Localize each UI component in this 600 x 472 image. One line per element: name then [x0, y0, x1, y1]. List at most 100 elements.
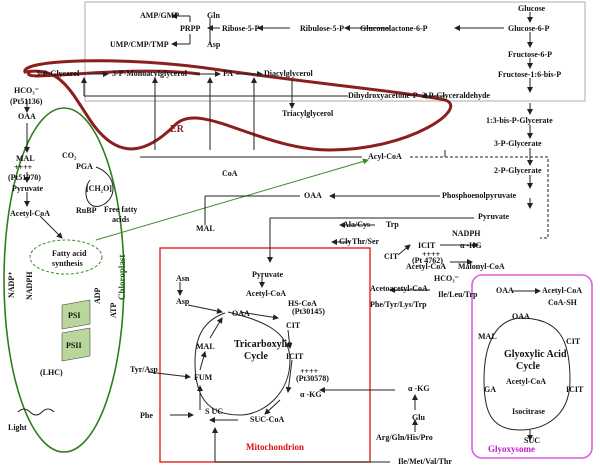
cit-icit-r: [397, 244, 411, 256]
er-membrane: [23, 59, 453, 152]
label-asp-top: Asp: [207, 40, 221, 49]
label-acetylcoa-r: Acetyl-CoA: [406, 262, 446, 271]
label-light: Light: [8, 423, 27, 432]
label-psi: PSI: [68, 311, 81, 320]
label-ump: UMP/CMP/TMP: [110, 40, 169, 49]
label-pt4762: (Pt 4762): [412, 256, 443, 265]
label-nadp: NADP⁺: [7, 271, 16, 298]
g-cycle: [483, 317, 571, 431]
label-suc: S UC: [205, 407, 224, 416]
label-phe-tyr: Phe/Tyr/Lys/Trp: [370, 300, 427, 309]
label-diacylglycerol: Diacylglycerol: [264, 69, 313, 78]
label-acetylcoa-m: Acetyl-CoA: [246, 289, 286, 298]
label-g-cit: CIT: [566, 337, 581, 346]
label-dhap: Dihydroxyacetone-P: [348, 91, 418, 100]
label-ile-met: Ile/Met/Val/Thr: [398, 457, 452, 466]
label-pyruvate-m: Pyruvate: [252, 270, 284, 279]
label-gluconolactone: Gluconolactone-6-P: [360, 24, 428, 33]
label-pt30578: (Pt30578): [296, 374, 329, 383]
label-co2: CO₂: [62, 151, 77, 160]
label-icit-m: ICIT: [286, 352, 304, 361]
label-p3glycerol: 3-P-Glycerol: [36, 69, 80, 78]
chloroplast-membrane: [3, 107, 125, 453]
label-atp: ATP: [109, 302, 118, 318]
label-cit-r: CIT: [384, 252, 399, 261]
label-fatty-acid: Fatty acid: [52, 249, 87, 258]
label-asn: Asn: [176, 274, 190, 283]
glyoxysome-box: [471, 274, 593, 459]
acetyl-fas: [39, 215, 63, 239]
label-fructose6p: Fructose-6-P: [508, 50, 552, 59]
label-adp: ADP: [93, 287, 102, 304]
label-mal-left: MAL: [16, 154, 35, 163]
label-synthesis: synthesis: [52, 259, 83, 268]
label-pyruvate-r: Pyruvate: [478, 212, 510, 221]
tyr-fum: [147, 371, 191, 380]
label-acylcoa: Acyl-CoA: [368, 152, 402, 161]
acylcoa-dash: [410, 156, 549, 239]
label-acetylcoa-left: Acetyl-CoA: [10, 209, 50, 218]
outer-cell-box: [84, 1, 586, 102]
label-pyruvate-left: Pyruvate: [12, 184, 44, 193]
label-pt30145: (Pt30145): [292, 307, 325, 316]
label-p2glycerate: 2-P-Glycerate: [494, 166, 542, 175]
label-glucose6p: Glucose-6-P: [508, 24, 550, 33]
label-rubp: RuBP: [76, 206, 97, 215]
label-g-acetylcoa2: Acetyl-CoA: [506, 377, 546, 386]
label-trp: Trp: [386, 220, 399, 229]
label-hco3-b: HCO₃⁻: [434, 274, 459, 283]
label-plus4-c: ++++: [300, 367, 319, 376]
light-wave: [17, 408, 55, 416]
label-succoa: SUC-CoA: [250, 415, 285, 424]
label-bpg: 1:3-bis-P-Glycerate: [486, 116, 553, 125]
label-oaa-mid: OAA: [304, 191, 322, 200]
label-hco3-a: HCO₃⁻: [14, 86, 39, 95]
label-psii: PSII: [66, 341, 82, 350]
label-pga: PGA: [76, 162, 93, 171]
label-oaa-m: OAA: [232, 309, 250, 318]
label-fum: FUM: [194, 373, 213, 382]
fatty-to-acylcoa: [95, 158, 369, 241]
label-pt51970: (Pt51970): [8, 173, 41, 182]
oaa-cit: [239, 311, 279, 321]
psii-box: [61, 327, 91, 362]
label-pa: PA: [223, 69, 234, 78]
label-nadph-l: NADPH: [25, 271, 34, 300]
fum-mal: [199, 351, 207, 371]
label-triacylglycerol: Triacylglycerol: [282, 109, 334, 118]
cit-icit: [286, 329, 293, 349]
label-thr-ser: Thr/Ser: [352, 237, 380, 246]
calvin-cycle: [85, 166, 114, 207]
label-gln-top: Gln: [207, 11, 220, 20]
label-acetoacetyl: Acetoacetyl-CoA: [370, 284, 428, 293]
label-plus4-a: ++++: [14, 163, 33, 172]
icit-akg: [285, 359, 293, 393]
label-g-acetylcoa: Acetyl-CoA: [542, 286, 582, 295]
label-glucose: Glucose: [518, 4, 546, 13]
label-lhc: (LHC): [40, 368, 63, 377]
label-g-oaa2: OAA: [512, 312, 530, 321]
label-p3glycerate: 3-P-Glycerate: [494, 139, 542, 148]
label-chloroplast: Chloroplast: [117, 254, 127, 300]
label-fructose16: Fructose-1:6-bis-P: [498, 70, 562, 79]
label-amp-gmp: AMP/GMP: [140, 11, 180, 20]
label-acids: acids: [112, 215, 130, 224]
asp-oaa: [187, 304, 223, 314]
label-icit-r: ICIT: [418, 241, 436, 250]
tca-ring: [194, 311, 291, 416]
label-g-suc: SUC: [524, 436, 541, 445]
label-g-ga: GA: [484, 385, 496, 394]
label-oaa-left: OAA: [18, 112, 36, 121]
label-ala-cys: Ala/Cys: [343, 220, 371, 229]
psi-box: [61, 299, 91, 330]
label-ile-leu-trp: Ile/Leu/Trp: [438, 290, 478, 299]
mal-oaa: [209, 317, 223, 339]
label-akg-glu: α -KG: [408, 384, 430, 393]
label-phe: Phe: [140, 411, 153, 420]
label-arg: Arg/Gln/His/Pro: [376, 433, 433, 442]
label-p3monoacyl: 3-P-Monoacylglycerol: [112, 69, 187, 78]
label-g-icit: ICIT: [566, 385, 584, 394]
label-g-mal: MAL: [478, 332, 497, 341]
label-ch2o: [CH₂O]: [86, 184, 112, 193]
